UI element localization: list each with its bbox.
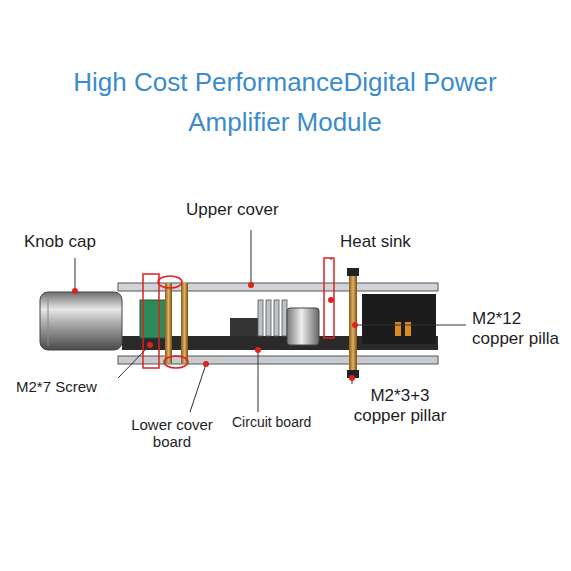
chip	[230, 318, 258, 336]
potentiometer	[140, 300, 166, 338]
heat-sink	[258, 300, 287, 336]
part-label: M2*7 Screw	[16, 378, 126, 395]
part-label: Heat sink	[340, 232, 450, 252]
copper-pillar	[349, 268, 357, 378]
part-label: M2*3+3 copper pillar	[344, 386, 456, 425]
connector-block	[362, 294, 436, 344]
knob-cap	[40, 292, 122, 350]
marker-dot	[72, 282, 358, 381]
leader-line	[75, 230, 466, 412]
screw	[181, 283, 188, 363]
capacitor	[287, 308, 319, 345]
part-label: Lower cover board	[118, 416, 226, 451]
part-label: Upper cover	[186, 200, 326, 220]
screw	[165, 283, 172, 363]
part-label: Circuit board	[232, 414, 342, 430]
part-label: Knob cap	[24, 232, 134, 252]
title: High Cost PerformanceDigital Power Ampli…	[70, 62, 500, 142]
part-label: M2*12 copper pilla	[472, 309, 568, 348]
highlight-ring	[143, 258, 334, 368]
